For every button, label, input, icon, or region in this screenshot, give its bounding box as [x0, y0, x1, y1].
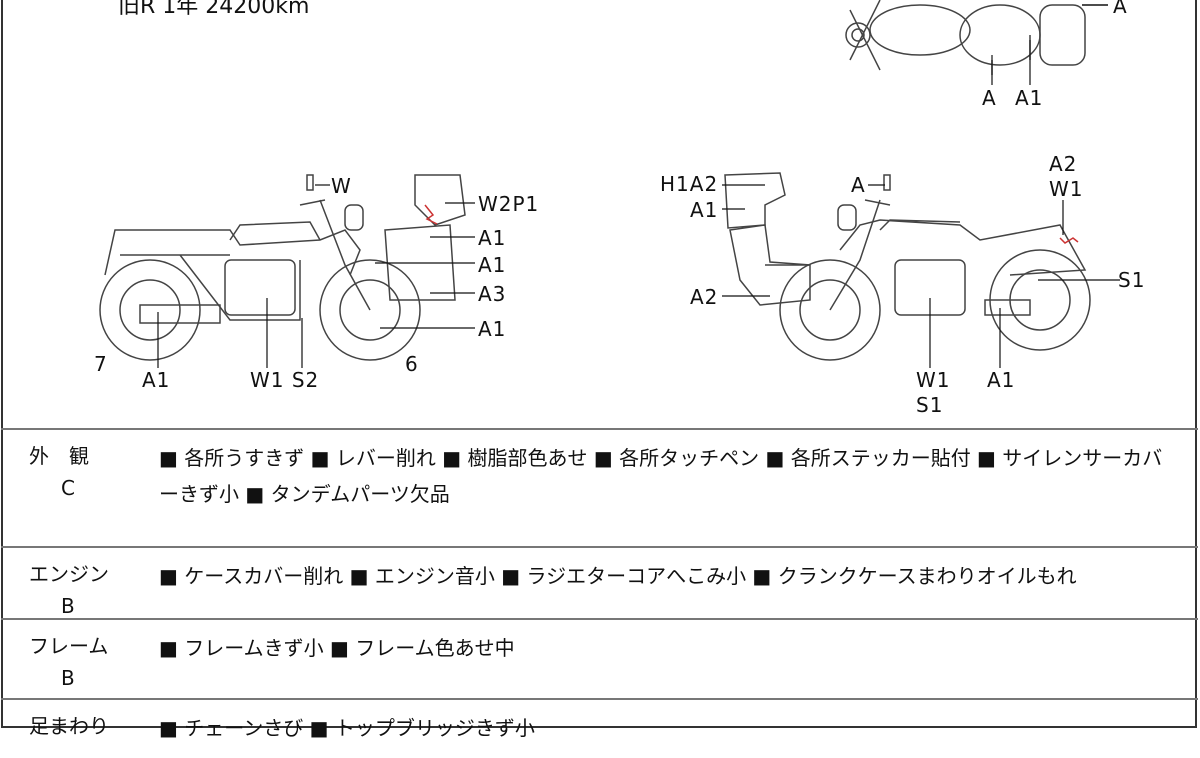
condition-items: ■ チェーンさび ■ トップブリッジきず小 [159, 716, 535, 740]
right-leader-lines [722, 35, 1120, 368]
label-a2: A2 [1049, 152, 1078, 176]
grade: B [61, 666, 75, 690]
grade: C [61, 476, 75, 500]
section-engine: エンジン B ■ ケースカバー削れ ■ エンジン音小 ■ ラジエターコアへこみ小 … [1, 546, 1198, 618]
label-a2: A2 [690, 285, 719, 309]
label-6: 6 [405, 352, 419, 376]
model-year-mileage: 旧R 1年 24200km [118, 0, 310, 19]
label-a: A [851, 173, 866, 197]
label-w1: W1 [1049, 177, 1084, 201]
label-w: W [331, 174, 352, 198]
left-leader-lines [157, 184, 475, 368]
top-view-motorcycle [845, 0, 1086, 75]
label-a1: A1 [142, 368, 171, 392]
label-top-a: A [982, 86, 997, 110]
label-a1: A1 [478, 253, 507, 277]
label-s1: S1 [1118, 268, 1146, 292]
label-7: 7 [94, 352, 108, 376]
section-exterior: 外 観 C ■ 各所うすきず ■ レバー削れ ■ 樹脂部色あせ ■ 各所タッチペン… [1, 428, 1198, 546]
label-a3: A3 [478, 282, 507, 306]
motorcycle-diagram [99, 0, 1120, 368]
condition-items: ■ フレームきず小 ■ フレーム色あせ中 [159, 636, 515, 660]
label-a1: A1 [987, 368, 1016, 392]
label-a1: A1 [690, 198, 719, 222]
section-suspension: 足まわり ■ チェーンさび ■ トップブリッジきず小 [1, 698, 1198, 758]
left-side-motorcycle [99, 174, 466, 361]
category-label: 足まわり [29, 714, 109, 738]
label-w2p1: W2P1 [478, 192, 540, 216]
category-label: 外 観 [29, 444, 89, 468]
label-top-a-right: A [1113, 0, 1128, 18]
condition-table: 外 観 C ■ 各所うすきず ■ レバー削れ ■ 樹脂部色あせ ■ 各所タッチペン… [1, 428, 1198, 758]
condition-items: ■ 各所うすきず ■ レバー削れ ■ 樹脂部色あせ ■ 各所タッチペン ■ 各所… [159, 446, 1163, 506]
condition-items: ■ ケースカバー削れ ■ エンジン音小 ■ ラジエターコアへこみ小 ■ クランク… [159, 564, 1077, 588]
label-w1: W1 [916, 368, 951, 392]
label-w1s2: W1 S2 [250, 368, 320, 392]
category-label: エンジン [29, 562, 109, 586]
label-a1: A1 [478, 226, 507, 250]
grade: B [61, 594, 75, 618]
label-top-a1: A1 [1015, 86, 1044, 110]
section-frame: フレーム B ■ フレームきず小 ■ フレーム色あせ中 [1, 618, 1198, 698]
label-s1: S1 [916, 393, 944, 417]
category-label: フレーム [29, 634, 109, 658]
right-side-motorcycle [724, 172, 1091, 361]
label-a1: A1 [478, 317, 507, 341]
label-h1a2: H1A2 [660, 172, 719, 196]
